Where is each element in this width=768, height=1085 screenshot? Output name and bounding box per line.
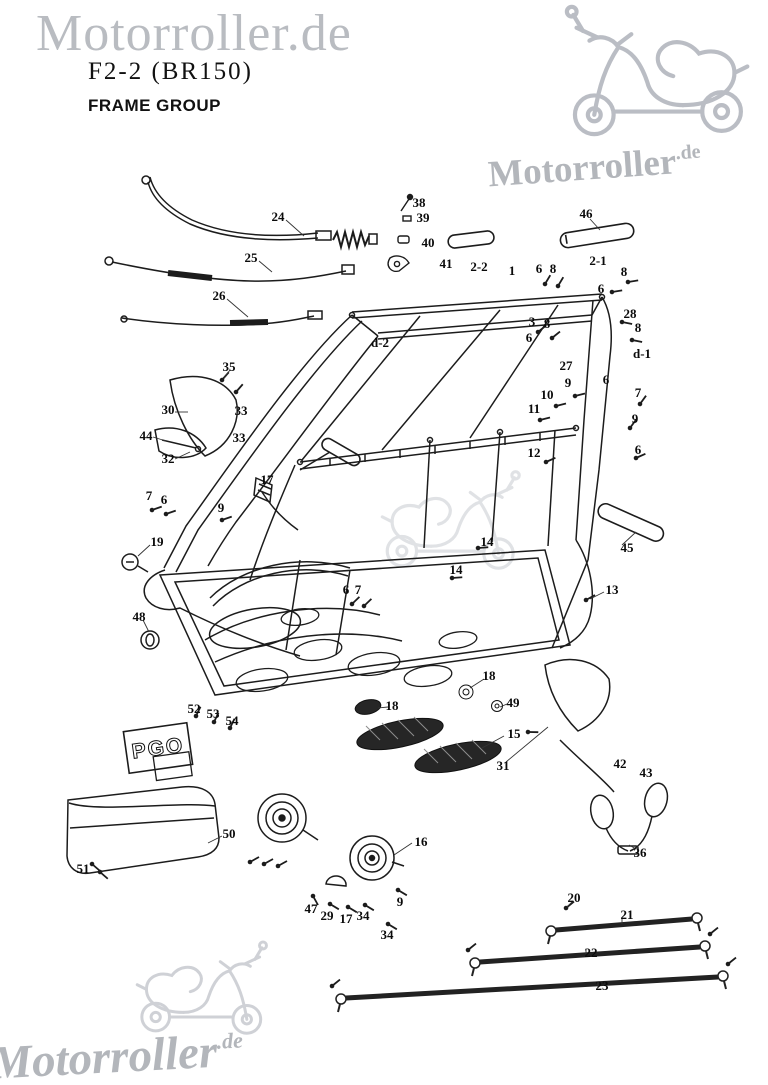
mirror-parts xyxy=(589,782,669,855)
mud-guard xyxy=(66,785,220,875)
horn-parts xyxy=(257,793,405,887)
lock-and-grommet xyxy=(121,553,160,650)
side-plates xyxy=(154,375,615,793)
shock-hardware xyxy=(387,193,414,273)
page-subtitle: FRAME GROUP xyxy=(88,96,221,115)
frame-structure xyxy=(143,293,613,696)
floor-cutouts xyxy=(235,607,478,693)
mesh-covers xyxy=(354,684,503,774)
license-plate: PGO xyxy=(122,721,194,782)
page-title: F2-2 (BR150) xyxy=(88,58,253,85)
cable-parts xyxy=(104,175,378,327)
grip-parts xyxy=(321,222,665,542)
leader-lines xyxy=(137,218,637,988)
tie-rods xyxy=(335,912,729,1013)
